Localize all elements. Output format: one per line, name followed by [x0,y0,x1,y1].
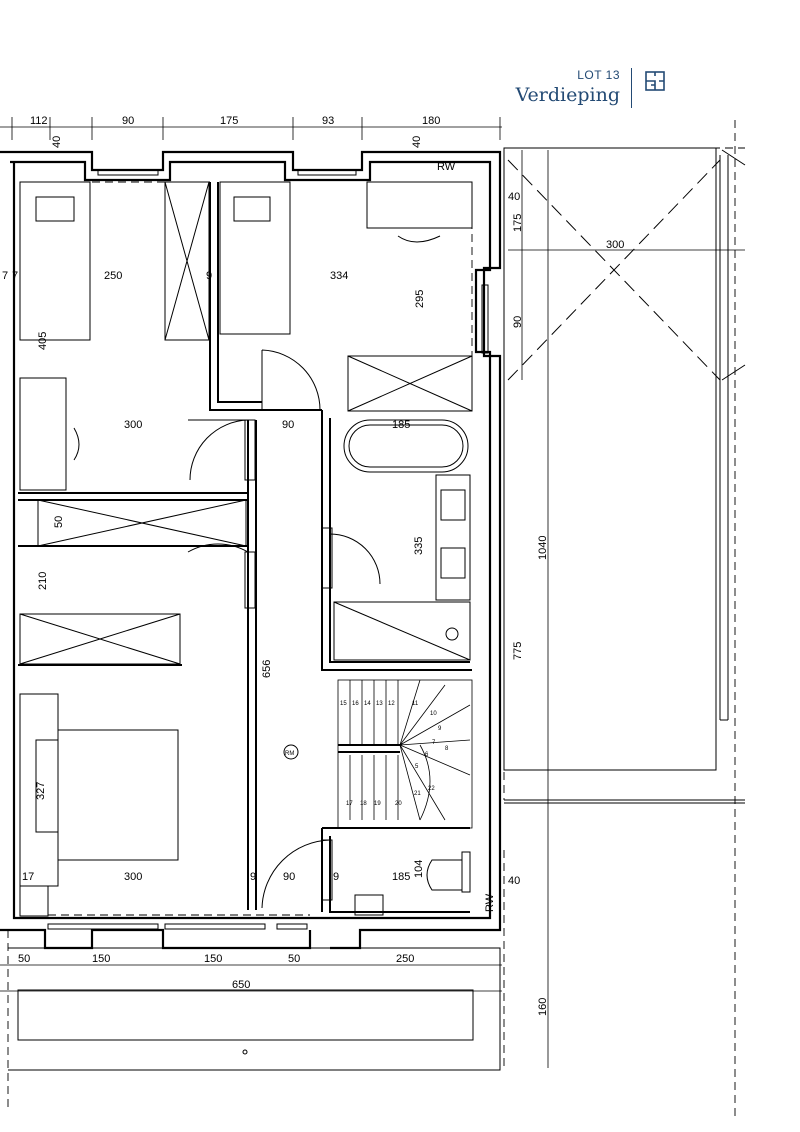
dim-edge-7b: 7 [12,270,18,282]
dim-bed-width: 300 [124,871,142,883]
dim-edge-9a: 9 [206,270,212,282]
rw-label-top: RW [437,161,456,173]
bathroom-fixtures [333,419,471,661]
stair-step-18: 18 [360,801,367,807]
dim-top-40b: 40 [411,136,423,148]
dim-bottom-total: 650 [232,979,250,991]
dim-right-40b: 40 [508,875,520,887]
dim-bed-height: 327 [35,782,47,800]
dim-right-90: 90 [512,316,524,328]
dim-bottom-4: 50 [288,953,300,965]
dim-right-160: 160 [537,998,549,1016]
stair-step-7: 7 [432,740,436,746]
dim-edge-17: 17 [22,871,34,883]
dim-wc-width: 185 [392,871,410,883]
dim-top-5: 180 [422,115,440,127]
dim-hall-length: 656 [261,660,273,678]
dim-door-bottom: 90 [283,871,295,883]
stair-step-9: 9 [438,726,442,732]
stair-step-22: 22 [428,786,435,792]
stair-step-19: 19 [374,801,381,807]
dimension-labels: 112 90 175 93 180 40 40 250 334 7 7 9 40… [2,115,624,1016]
dim-room-left-width: 250 [104,270,122,282]
floor-title: Verdieping [515,84,620,106]
stair-step-5: 5 [415,764,419,770]
dim-edge-9c: 9 [333,871,339,883]
dim-bath-width: 185 [392,419,410,431]
stair-step-17: 17 [346,801,353,807]
stair-step-13: 13 [376,701,383,707]
dim-top-2: 90 [122,115,134,127]
dim-room-right-height: 295 [414,290,426,308]
title-block: LOT 13 Verdieping [516,60,740,110]
dim-wc-height: 104 [413,860,425,878]
rw-label-bottom: RW [484,893,496,912]
dim-right-1040: 1040 [537,536,549,560]
dim-right-775: 775 [512,642,524,660]
dim-room-mid-width: 300 [124,419,142,431]
stair-numbers: 15 16 14 13 12 11 10 9 8 7 6 5 17 18 19 … [340,701,449,807]
dim-left-210: 210 [37,572,49,590]
staircase [337,679,473,829]
dim-right-40a: 40 [508,191,520,203]
dim-bottom-1: 50 [18,953,30,965]
stair-step-14: 14 [364,701,371,707]
dim-hall-door: 90 [282,419,294,431]
dim-top-4: 93 [322,115,334,127]
doors [187,349,381,912]
dim-bath-height: 335 [413,537,425,555]
top-dimension-line [0,117,502,140]
dim-left-50: 50 [53,516,65,528]
dim-terrace-300: 300 [606,239,624,251]
dim-edge-7a: 7 [2,270,8,282]
dim-top-1: 112 [30,115,48,127]
dim-right-175: 175 [512,214,524,232]
lot-number: LOT 13 [577,68,620,82]
windows [47,169,489,930]
stair-step-11: 11 [412,701,419,707]
furniture [19,181,473,917]
dim-bottom-3: 150 [204,953,222,965]
title-separator [630,68,632,108]
stair-step-6: 6 [425,752,429,758]
dim-edge-9b: 9 [250,871,256,883]
terrace [503,147,746,1068]
stair-step-20: 20 [395,801,402,807]
dim-bottom-2: 150 [92,953,110,965]
rm-marker [283,744,299,760]
dim-room-right-width: 334 [330,270,348,282]
stair-step-8: 8 [445,746,449,752]
dim-room-left-height: 405 [37,332,49,350]
rm-label: RM [285,751,294,757]
annotations: RW RW RM [283,161,496,912]
stair-step-12: 12 [388,701,395,707]
wc-fixtures [354,851,471,916]
dim-top-40a: 40 [51,136,63,148]
stair-step-10: 10 [430,711,437,717]
stair-step-16: 16 [352,701,359,707]
dim-top-3: 175 [220,115,238,127]
floorplan-icon [645,71,665,91]
dim-bottom-5: 250 [396,953,414,965]
lower-terrace [0,947,502,1071]
stair-step-21: 21 [414,791,421,797]
stair-step-15: 15 [340,701,347,707]
interior-walls [18,182,472,913]
